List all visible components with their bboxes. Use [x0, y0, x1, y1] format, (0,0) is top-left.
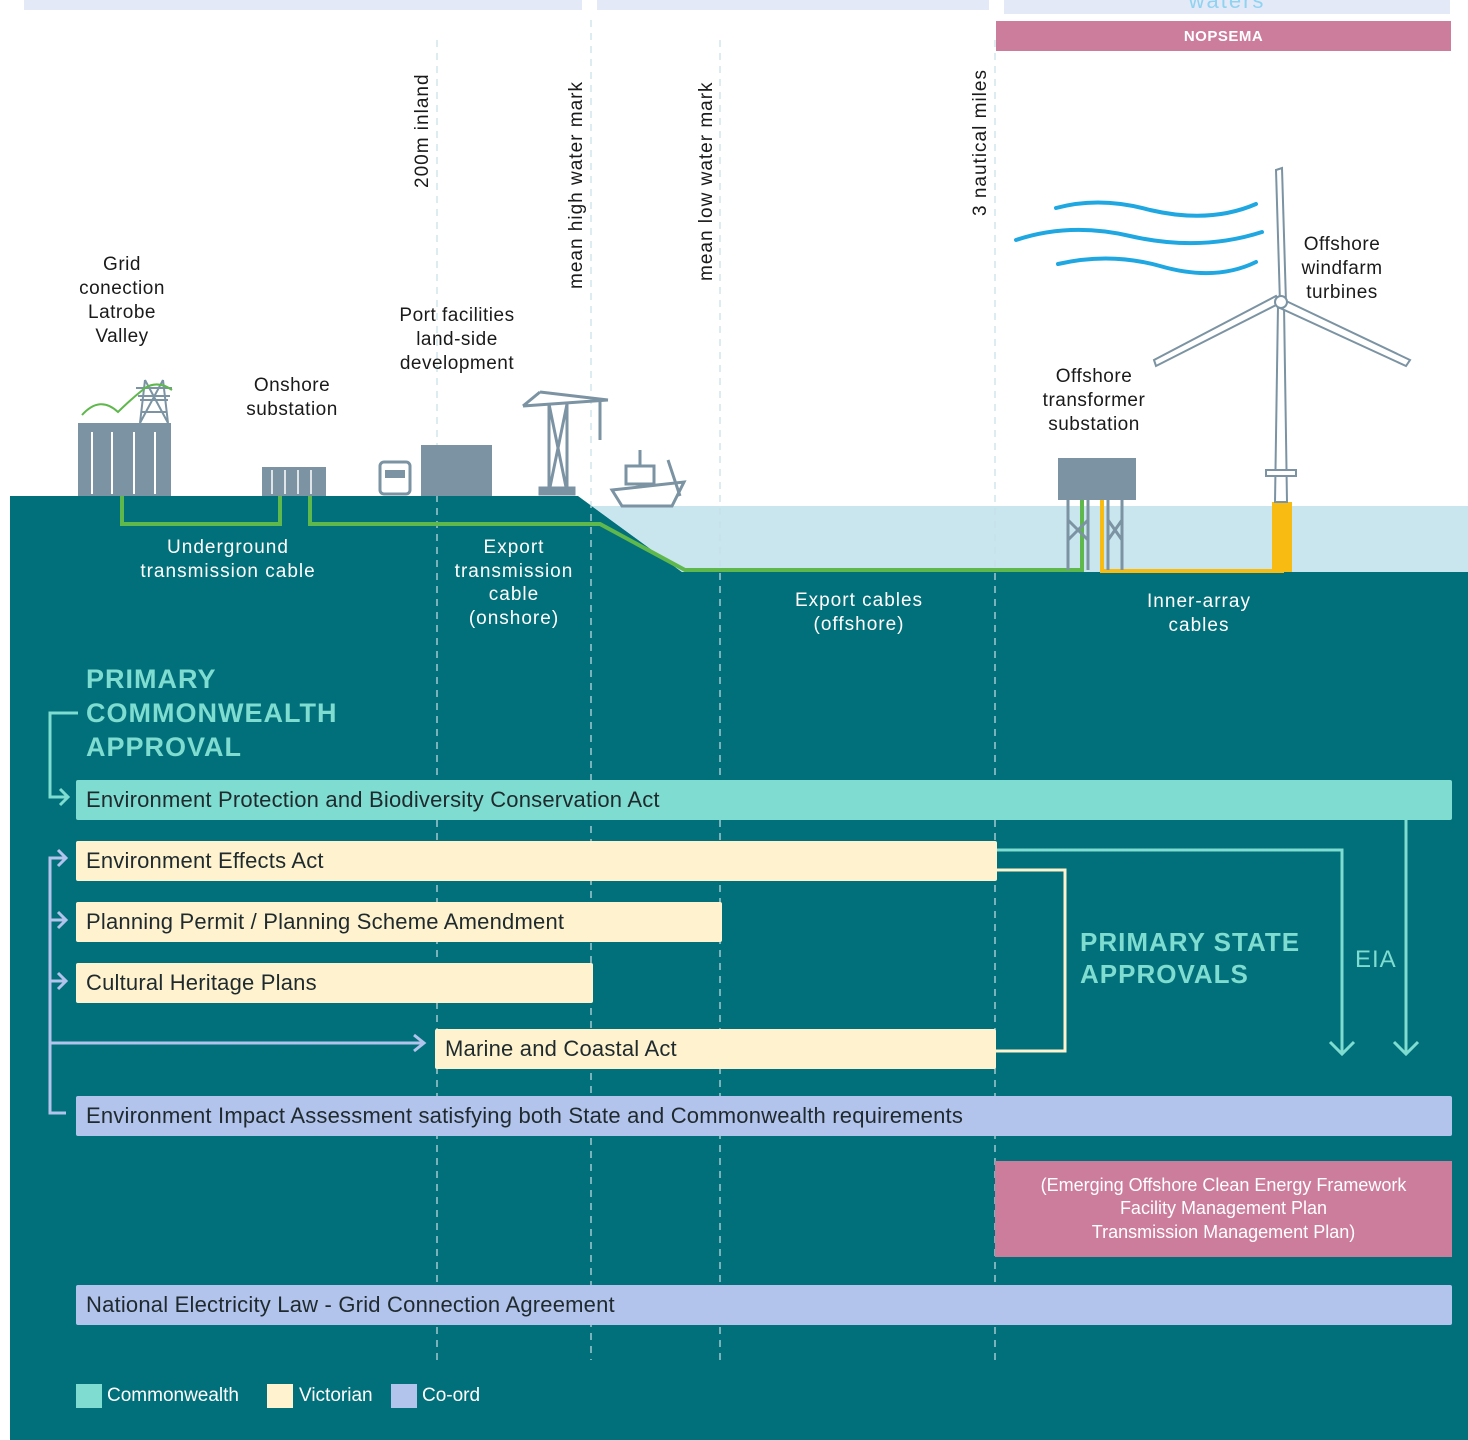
header-bar-commonwealth-waters — [1004, 0, 1450, 14]
onshore-substation-icon — [262, 467, 326, 496]
national-electricity-law-bar: National Electricity Law - Grid Connecti… — [76, 1285, 1452, 1325]
inner-array-label: Inner-array cables — [1147, 591, 1251, 636]
crane-icon — [522, 390, 609, 496]
truck-icon — [378, 460, 412, 496]
legend-swatch-coord — [391, 1384, 417, 1408]
eia-bar: Environment Impact Assessment satisfying… — [76, 1096, 1452, 1136]
shallow-water — [578, 496, 1468, 572]
ship-icon — [609, 450, 687, 508]
offshore-framework-box: (Emerging Offshore Clean Energy Framewor… — [995, 1161, 1452, 1257]
boundary-label-nautical: 3 nautical miles — [970, 69, 991, 216]
underground-cable — [120, 496, 282, 526]
commonwealth-connectors — [48, 711, 1420, 1057]
offshore-header-label: waters — [1188, 0, 1266, 13]
state-connectors — [48, 848, 427, 1115]
state-bracket — [996, 868, 1067, 1053]
grid-building-icon — [78, 379, 173, 496]
onshore-substation-label: Onshore substation — [246, 375, 338, 420]
boundary-label-high-water: mean high water mark — [566, 81, 587, 289]
warehouse-icon — [421, 445, 492, 496]
grid-connection-label: Grid conection Latrobe Valley — [79, 254, 165, 347]
turbines-label: Offshore windfarm turbines — [1301, 234, 1383, 303]
header-bar-onshore — [24, 0, 582, 10]
cultural-heritage-bar: Cultural Heritage Plans — [76, 963, 593, 1003]
legend-label-coord: Co-ord — [422, 1385, 481, 1406]
epbc-act-bar: Environment Protection and Biodiversity … — [76, 780, 1452, 820]
boundary-lines — [436, 20, 996, 1360]
state-approvals-heading: PRIMARY STATE APPROVALS — [1080, 927, 1301, 989]
planning-permit-bar: Planning Permit / Planning Scheme Amendm… — [76, 902, 722, 942]
regulator-bar: NOPSEMA — [996, 21, 1451, 51]
boundary-label-low-water: mean low water mark — [696, 81, 717, 281]
header-bar-state-waters — [597, 0, 989, 10]
offshore-substation-icon — [1058, 458, 1136, 570]
offshore-substation-label: Offshore transformer substation — [1042, 366, 1146, 435]
export-onshore-label: Export transmission cable (onshore) — [454, 537, 574, 629]
wind-turbine-icon — [1152, 166, 1412, 572]
port-facilities-label: Port facilities land-side development — [399, 305, 515, 374]
legend-label-victorian: Victorian — [299, 1385, 373, 1406]
export-cable — [308, 496, 1084, 572]
marine-coastal-act-bar: Marine and Coastal Act — [435, 1029, 996, 1069]
commonwealth-approval-heading: PRIMARY COMMONWEALTH APPROVAL — [86, 664, 338, 762]
environment-effects-act-bar: Environment Effects Act — [76, 841, 997, 881]
legend-label-commonwealth: Commonwealth — [107, 1385, 239, 1406]
wind-icon — [1014, 200, 1264, 276]
boundary-label-inland: 200m inland — [412, 73, 433, 188]
export-offshore-label: Export cables (offshore) — [794, 590, 924, 635]
eia-label: EIA — [1355, 946, 1397, 973]
legend-swatch-commonwealth — [76, 1384, 102, 1408]
underground-cable-label: Underground transmission cable — [140, 537, 316, 582]
legend-swatch-victorian — [267, 1384, 293, 1408]
